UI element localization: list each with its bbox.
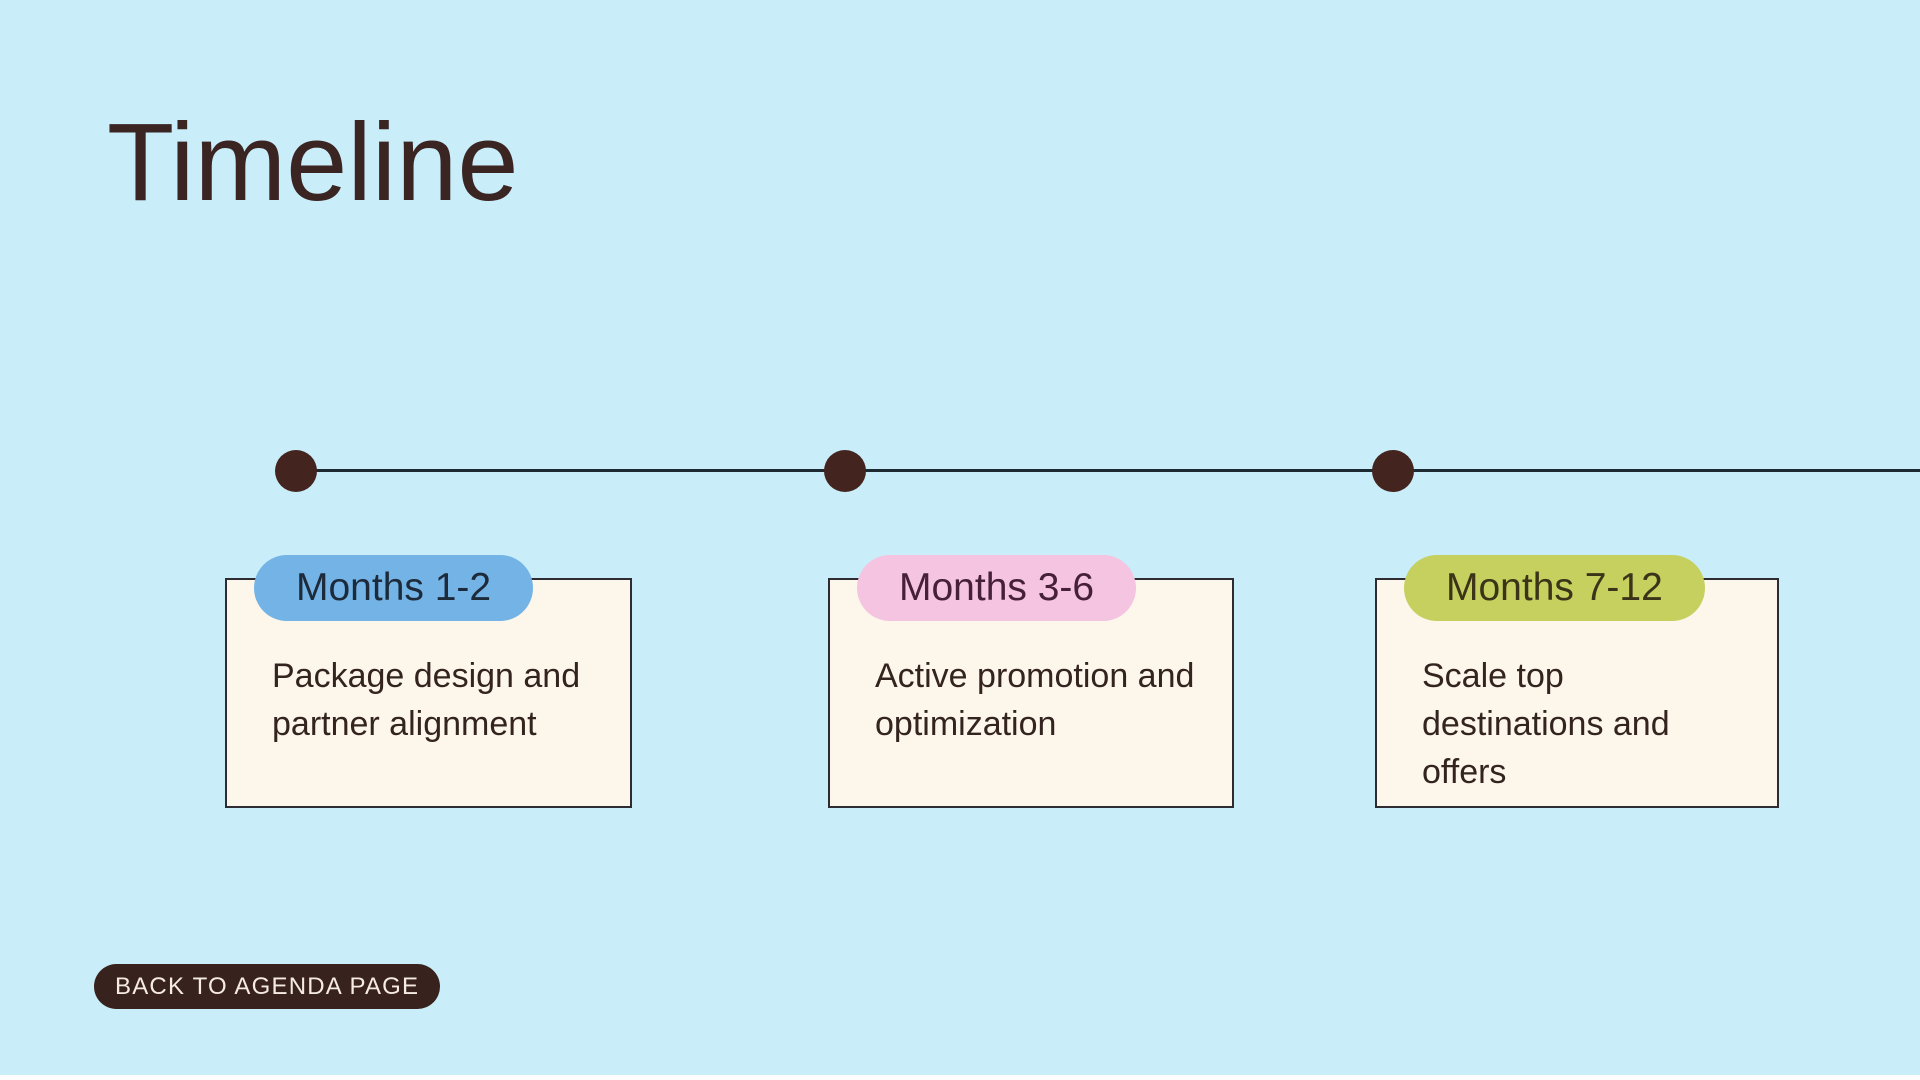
bottom-edge-strip — [0, 1075, 1920, 1080]
phase-badge-months-3-6: Months 3-6 — [857, 555, 1137, 621]
back-to-agenda-button[interactable]: BACK TO AGENDA PAGE — [94, 964, 441, 1009]
phase-badge-months-1-2: Months 1-2 — [254, 555, 534, 621]
timeline-dot-1 — [275, 450, 317, 492]
phase-badge-months-7-12: Months 7-12 — [1404, 555, 1705, 621]
timeline-dot-3 — [1372, 450, 1414, 492]
timeline-dot-2 — [824, 450, 866, 492]
phase-card-months-7-12: Months 7-12 Scale top destinations and o… — [1375, 555, 1779, 808]
page-title: Timeline — [107, 101, 519, 224]
phase-card-months-3-6: Months 3-6 Active promotion and optimiza… — [828, 555, 1234, 808]
phase-description: Scale top destinations and offers — [1422, 657, 1670, 791]
timeline-line — [296, 469, 1920, 472]
phase-description: Active promotion and optimization — [875, 657, 1195, 743]
phase-description: Package design and partner alignment — [272, 657, 581, 743]
phase-card-months-1-2: Months 1-2 Package design and partner al… — [225, 555, 632, 808]
